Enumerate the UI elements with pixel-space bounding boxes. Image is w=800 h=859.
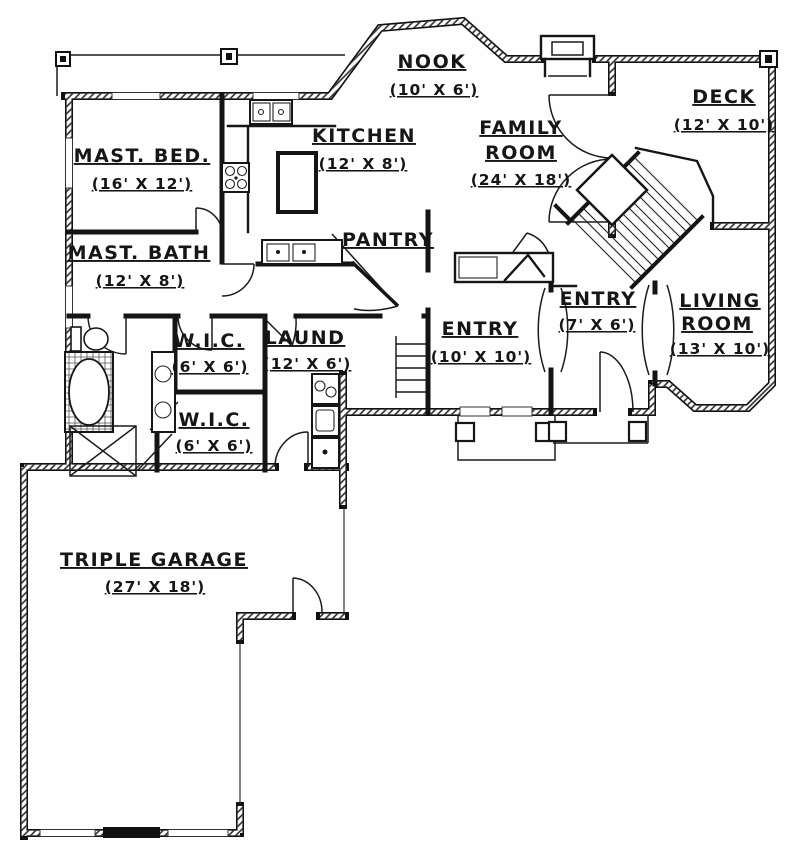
room-dims-deck: (12' X 10')	[674, 116, 775, 134]
windows	[39, 92, 300, 838]
porch-canopy	[55, 48, 778, 96]
room-dims-entry-small: (7' X 6')	[559, 316, 636, 334]
deck-french-door-upper	[548, 94, 613, 159]
room-dims-wic-1: (6' X 6')	[172, 358, 249, 376]
room-dims-laundry: (12' X 6')	[263, 355, 352, 373]
canopy-post	[55, 51, 71, 67]
front-door	[599, 351, 634, 413]
room-dims-mast-bath: (12' X 8')	[96, 272, 185, 290]
garage-entry-door	[274, 431, 309, 468]
canopy-post	[220, 48, 238, 65]
doors	[87, 94, 634, 614]
kitchen-lower-counter	[261, 239, 343, 265]
room-dims-entry-main: (10' X 10')	[431, 348, 532, 366]
garage-window-dark	[103, 827, 160, 838]
laundry-appliances	[311, 373, 340, 469]
room-dims-garage: (27' X 18')	[105, 578, 206, 596]
room-dims-family-room: (24' X 18')	[471, 171, 572, 189]
room-label-pantry: PANTRY	[342, 229, 434, 251]
shower	[69, 425, 173, 477]
garage-man-door	[292, 577, 323, 614]
garage-door-openings	[239, 505, 345, 806]
cooktop	[221, 162, 250, 193]
room-label-nook: NOOK	[398, 51, 467, 73]
room-dims-mast-bed: (16' X 12')	[92, 175, 193, 193]
pantry-door-leaf	[350, 260, 400, 308]
room-label-family-room: FAMILY	[479, 117, 562, 139]
deck-post	[759, 50, 778, 68]
stair-bay-wall	[634, 146, 715, 228]
room-label-garage: TRIPLE GARAGE	[60, 549, 248, 571]
porch-post	[547, 420, 568, 443]
kitchen-sink	[249, 99, 293, 125]
staircase	[553, 146, 715, 290]
room-label-living-room: LIVING	[679, 290, 760, 312]
room-label-family-room-2: ROOM	[485, 142, 557, 164]
room-label-entry-small: ENTRY	[560, 288, 637, 310]
kitchen-fixtures	[221, 99, 343, 265]
stair-treads	[571, 156, 699, 284]
porch-post	[627, 420, 648, 443]
room-label-entry-main: ENTRY	[442, 318, 519, 340]
room-label-mast-bed: MAST. BED.	[74, 145, 211, 167]
fireplace	[539, 34, 596, 78]
vanity	[151, 351, 176, 433]
room-label-laundry: LAUND	[265, 327, 346, 349]
coat-closet	[453, 251, 555, 284]
room-label-mast-bath: MAST. BATH	[68, 242, 211, 264]
laundry-door	[261, 315, 297, 347]
stair-landing	[575, 153, 649, 227]
room-dims-nook: (10' X 6')	[390, 81, 479, 99]
porch-post	[454, 421, 476, 443]
master-bath-fixtures	[64, 326, 176, 477]
wic1-door	[177, 315, 213, 351]
room-label-deck: DECK	[692, 86, 755, 108]
room-label-wic-2: W.I.C.	[178, 409, 249, 431]
toilet	[70, 326, 109, 352]
room-dims-kitchen: (12' X 8')	[319, 155, 408, 173]
arch-openings	[537, 284, 675, 376]
room-dims-wic-2: (6' X 6')	[176, 437, 253, 455]
front-porch	[454, 406, 649, 461]
bath-hall-door	[195, 207, 223, 233]
basement-stairs	[395, 336, 426, 398]
room-labels: NOOK (10' X 6') DECK (12' X 10') MAST. B…	[60, 51, 775, 596]
room-label-living-room-2: ROOM	[681, 313, 753, 335]
deck-french-door-lower	[548, 158, 613, 223]
master-bed-door	[221, 263, 255, 297]
room-label-wic-1: W.I.C.	[173, 330, 244, 352]
room-label-kitchen: KITCHEN	[312, 125, 416, 147]
kitchen-island	[276, 151, 318, 214]
bathtub	[64, 351, 114, 433]
room-dims-living-room: (13' X 10')	[670, 340, 771, 358]
